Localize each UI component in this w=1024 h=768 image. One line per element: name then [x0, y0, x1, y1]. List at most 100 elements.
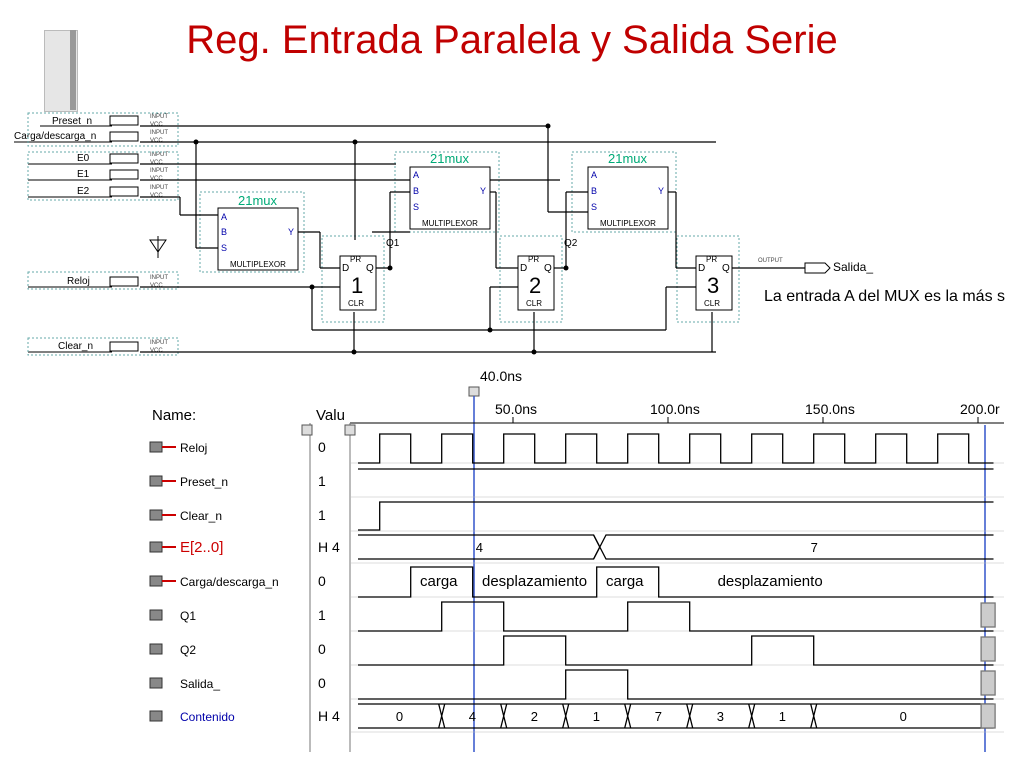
svg-text:MULTIPLEXOR: MULTIPLEXOR — [230, 260, 286, 269]
value-column-header: Valu — [316, 407, 345, 424]
mux-title-2: 21mux — [430, 151, 470, 166]
contenido-value: 1 — [593, 709, 600, 724]
svg-text:INPUT: INPUT — [150, 168, 168, 174]
svg-text:INPUT: INPUT — [150, 130, 168, 136]
output-label-salida: Salida_ — [833, 260, 873, 274]
output-pin-salida: OUTPUT Salida_ — [758, 258, 873, 274]
signal-pin-icon — [149, 509, 163, 521]
svg-text:PR: PR — [706, 255, 717, 264]
contenido-value: 3 — [717, 709, 724, 724]
contenido-transition — [562, 703, 570, 729]
mux-title-3: 21mux — [608, 151, 648, 166]
signal-name[interactable]: Reloj — [180, 441, 207, 455]
svg-text:CLR: CLR — [526, 299, 542, 308]
q2-waveform — [358, 635, 994, 666]
signal-value: H 4 — [318, 539, 340, 555]
svg-text:3: 3 — [707, 273, 719, 298]
slide-side-bar-shadow — [70, 30, 76, 110]
contenido-transition — [500, 703, 508, 729]
svg-text:INPUT: INPUT — [150, 185, 168, 191]
signal-pin-icon — [149, 441, 163, 453]
mux-block-3: 21mux A B S Y MULTIPLEXOR — [587, 151, 669, 230]
signal-pin-icon — [149, 677, 163, 689]
svg-text:S: S — [221, 243, 227, 253]
input-label-carga: Carga/descarga_n — [14, 131, 96, 142]
contenido-transition — [438, 703, 446, 729]
svg-text:Y: Y — [288, 227, 294, 237]
input-label-reloj: Reloj — [67, 276, 90, 287]
svg-text:Q1: Q1 — [386, 238, 400, 249]
input-label-clear: Clear_n — [58, 341, 93, 352]
signal-pin-icon — [149, 475, 163, 487]
vcc-symbol — [149, 236, 167, 258]
signal-name[interactable]: Preset_n — [180, 475, 228, 489]
undefined-hatch — [980, 703, 996, 729]
svg-text:VCC: VCC — [150, 160, 163, 166]
carga-label: carga — [420, 573, 458, 590]
svg-text:S: S — [413, 202, 419, 212]
input-label-e2: E2 — [77, 186, 90, 197]
time-tick-label: 200.0r — [960, 401, 1000, 417]
signal-value: 1 — [318, 473, 326, 489]
svg-text:B: B — [413, 186, 419, 196]
q1-waveform — [358, 601, 994, 632]
svg-text:MULTIPLEXOR: MULTIPLEXOR — [600, 219, 656, 228]
signal-name[interactable]: Q1 — [180, 609, 196, 623]
signal-name[interactable]: Carga/descarga_n — [180, 575, 279, 589]
cursor-time-label: 40.0ns — [480, 368, 522, 384]
svg-text:VCC: VCC — [150, 122, 163, 128]
svg-text:Y: Y — [480, 186, 486, 196]
svg-text:PR: PR — [350, 255, 361, 264]
undefined-hatch — [980, 602, 996, 628]
svg-text:CLR: CLR — [348, 299, 364, 308]
input-label-e1: E1 — [77, 169, 90, 180]
signal-name[interactable]: Q2 — [180, 643, 196, 657]
svg-text:VCC: VCC — [150, 283, 163, 289]
input-pin-preset: Preset_n INPUT VCC — [40, 114, 168, 128]
contenido-value: 7 — [655, 709, 662, 724]
svg-text:D: D — [520, 263, 527, 274]
signal-name[interactable]: Contenido — [180, 710, 235, 724]
svg-text:Y: Y — [658, 186, 664, 196]
svg-text:Q: Q — [544, 263, 552, 274]
svg-text:Q: Q — [722, 263, 730, 274]
contenido-value: 1 — [779, 709, 786, 724]
signal-value: 1 — [318, 507, 326, 523]
input-pin-e0: E0 INPUT VCC — [28, 152, 168, 166]
svg-text:MULTIPLEXOR: MULTIPLEXOR — [422, 219, 478, 228]
svg-text:D: D — [698, 263, 705, 274]
input-pin-e2: E2 INPUT VCC — [28, 185, 168, 199]
svg-text:A: A — [413, 170, 419, 180]
signal-pin-icon — [149, 541, 163, 553]
name-column-header: Name: — [152, 407, 196, 424]
signal-pin-icon — [149, 609, 163, 621]
signal-name[interactable]: E[2..0] — [180, 539, 223, 556]
svg-text:B: B — [221, 227, 227, 237]
flipflop-3: PR D Q 3 CLR — [695, 255, 733, 311]
salida-waveform — [358, 669, 994, 700]
input-pin-clear: Clear_n INPUT VCC — [28, 340, 168, 354]
signal-value: 1 — [318, 607, 326, 623]
mux-block-1: 21mux A B S Y MULTIPLEXOR — [217, 193, 299, 271]
svg-text:VCC: VCC — [150, 176, 163, 182]
clear-waveform — [358, 501, 994, 531]
svg-text:INPUT: INPUT — [150, 275, 168, 281]
slide-title: Reg. Entrada Paralela y Salida Serie — [186, 18, 838, 62]
signal-value: 0 — [318, 573, 326, 589]
bus-e-value: 7 — [811, 540, 818, 555]
contenido-value: 0 — [396, 709, 403, 724]
contenido-transition — [810, 703, 818, 729]
svg-text:A: A — [221, 212, 227, 222]
svg-text:B: B — [591, 186, 597, 196]
svg-text:Q2: Q2 — [564, 238, 578, 249]
input-pin-e1: E1 INPUT VCC — [28, 168, 168, 182]
signal-name[interactable]: Clear_n — [180, 509, 222, 523]
svg-text:INPUT: INPUT — [150, 114, 168, 120]
contenido-value: 2 — [531, 709, 538, 724]
signal-name[interactable]: Salida_ — [180, 677, 220, 691]
svg-text:S: S — [591, 202, 597, 212]
svg-text:D: D — [342, 263, 349, 274]
svg-text:1: 1 — [351, 273, 363, 298]
